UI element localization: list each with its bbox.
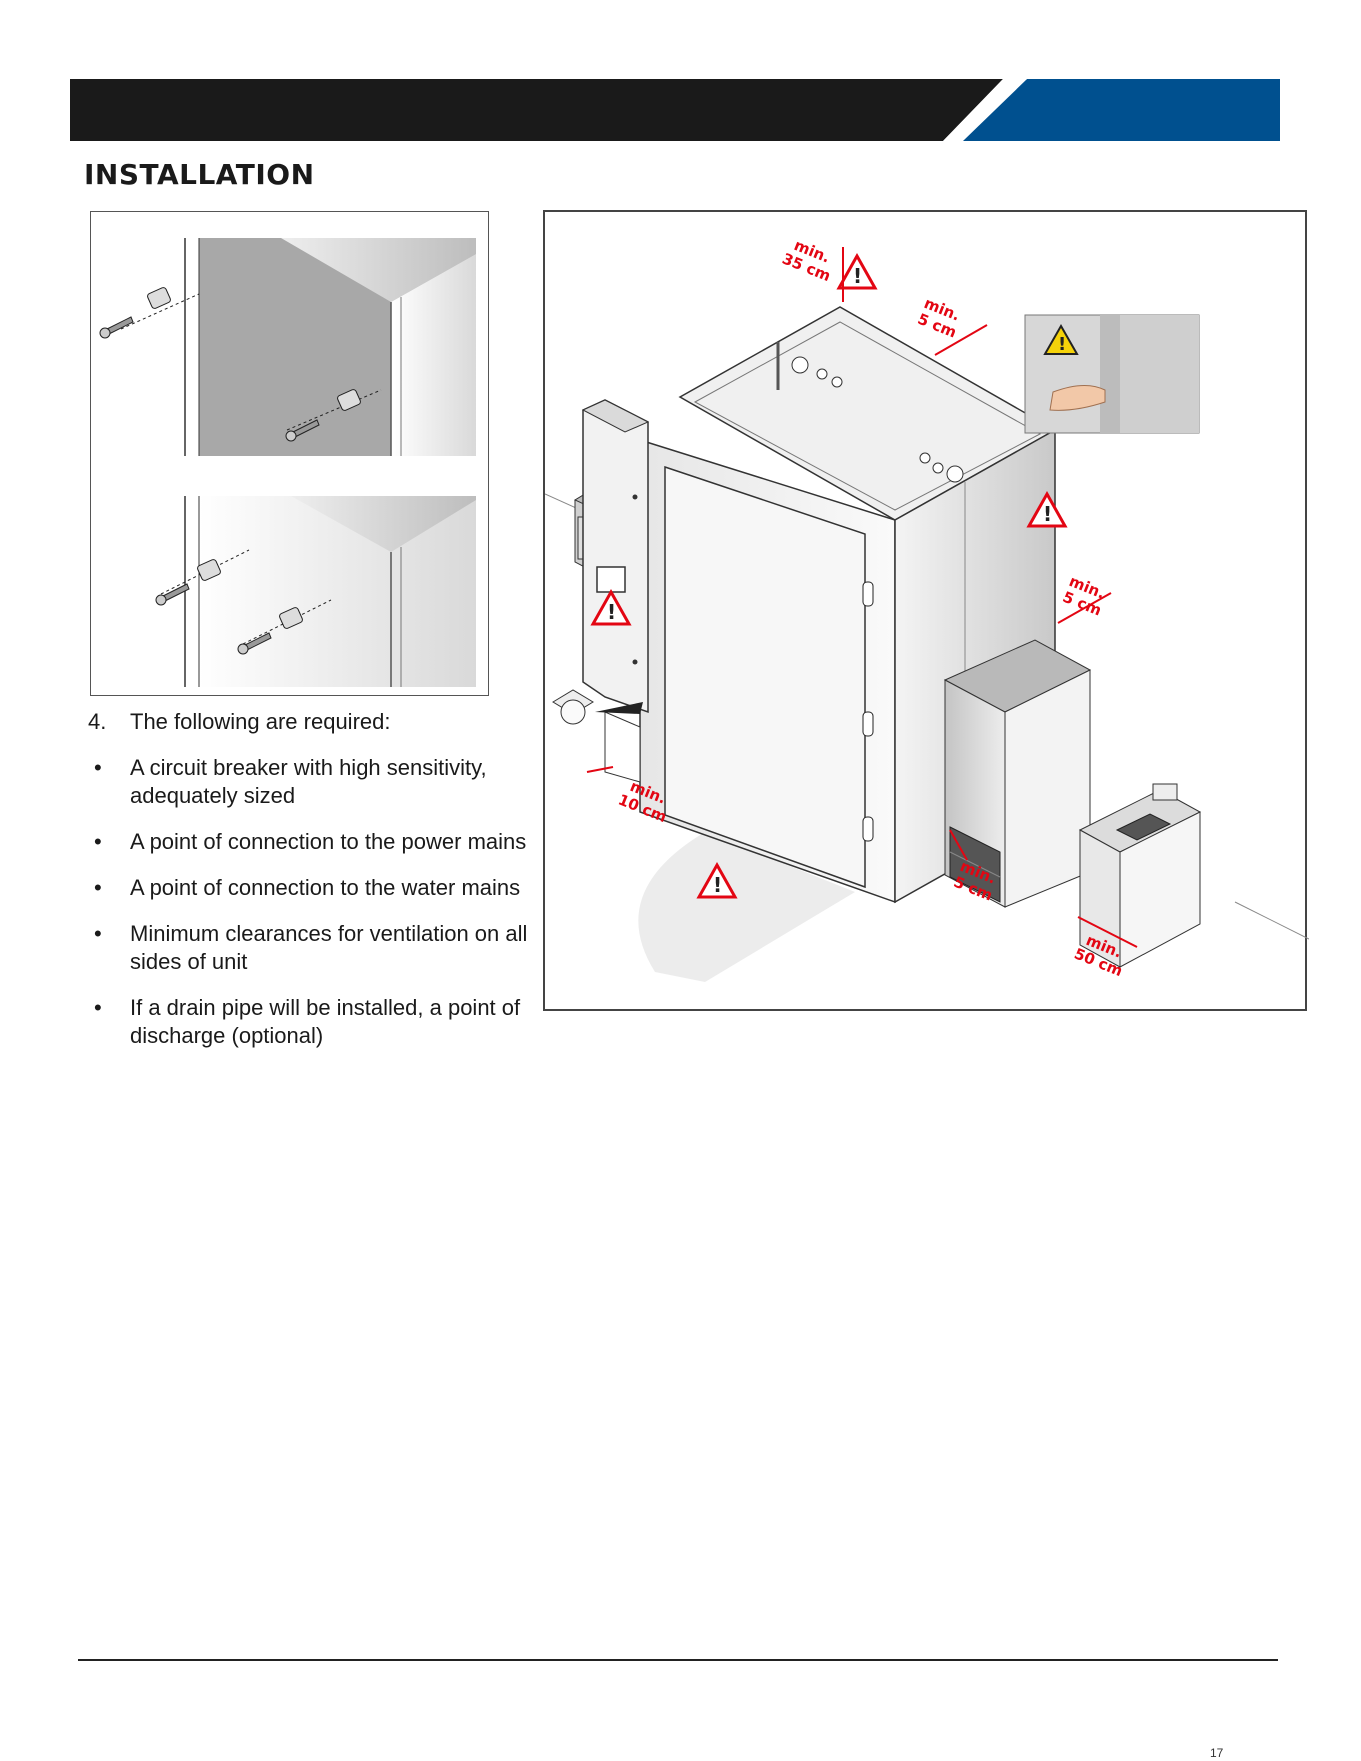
svg-text:!: !	[1058, 334, 1066, 355]
footer-rule	[78, 1659, 1278, 1661]
list-item-text: A point of connection to the power mains	[130, 829, 527, 854]
page-number: 17	[1210, 1746, 1224, 1760]
dim-right: min. 5 cm	[1060, 572, 1108, 620]
caution-triangle-icon: !	[1043, 323, 1079, 355]
warning-triangle-icon: !	[1026, 490, 1068, 528]
header-band	[70, 79, 1280, 141]
list-item-text: A point of connection to the water mains	[130, 875, 521, 900]
svg-text:!: !	[1043, 502, 1052, 526]
door-caution-inset: !	[1024, 314, 1200, 434]
dim-top: min. 35 cm	[780, 236, 834, 285]
spacer-mounting-figure	[90, 211, 489, 696]
requirements-list: 4. The following are required: • A circu…	[88, 708, 548, 1068]
reach-in-unit	[943, 639, 1092, 908]
warning-triangle-icon: !	[696, 861, 738, 899]
svg-text:!: !	[713, 873, 722, 897]
step-intro-text: The following are required:	[130, 709, 391, 734]
list-item-text: A circuit breaker with high sensitivity,…	[130, 755, 487, 808]
warning-triangle-icon: !	[590, 588, 632, 626]
step-number: 4.	[88, 709, 107, 734]
svg-text:!: !	[853, 264, 862, 288]
spacer-detail-bottom	[155, 496, 476, 687]
list-item-text: If a drain pipe will be installed, a poi…	[130, 995, 521, 1048]
svg-text:!: !	[607, 600, 616, 624]
bullet: •	[94, 995, 102, 1020]
list-item: • Minimum clearances for ventilation on …	[88, 920, 548, 976]
list-item: • A point of connection to the water mai…	[88, 874, 548, 902]
bullet: •	[94, 755, 102, 780]
warning-triangle-icon: !	[836, 252, 878, 290]
list-item: • If a drain pipe will be installed, a p…	[88, 994, 548, 1050]
list-item: • A circuit breaker with high sensitivit…	[88, 754, 548, 810]
bullet: •	[94, 875, 102, 900]
blast-chiller-cell	[581, 306, 1057, 904]
list-item: • A point of connection to the power mai…	[88, 828, 548, 856]
bullet: •	[94, 921, 102, 946]
dim-side: min. 5 cm	[915, 294, 963, 342]
clearance-diagram: ! ! ! ! ! min.	[543, 210, 1309, 1011]
fryer	[1078, 783, 1202, 968]
bullet: •	[94, 829, 102, 854]
list-item-text: Minimum clearances for ventilation on al…	[130, 921, 528, 974]
power-switch	[552, 689, 643, 725]
spacer-detail-top	[99, 238, 476, 456]
step-intro: 4. The following are required:	[88, 708, 548, 736]
page-title: INSTALLATION	[84, 158, 315, 191]
